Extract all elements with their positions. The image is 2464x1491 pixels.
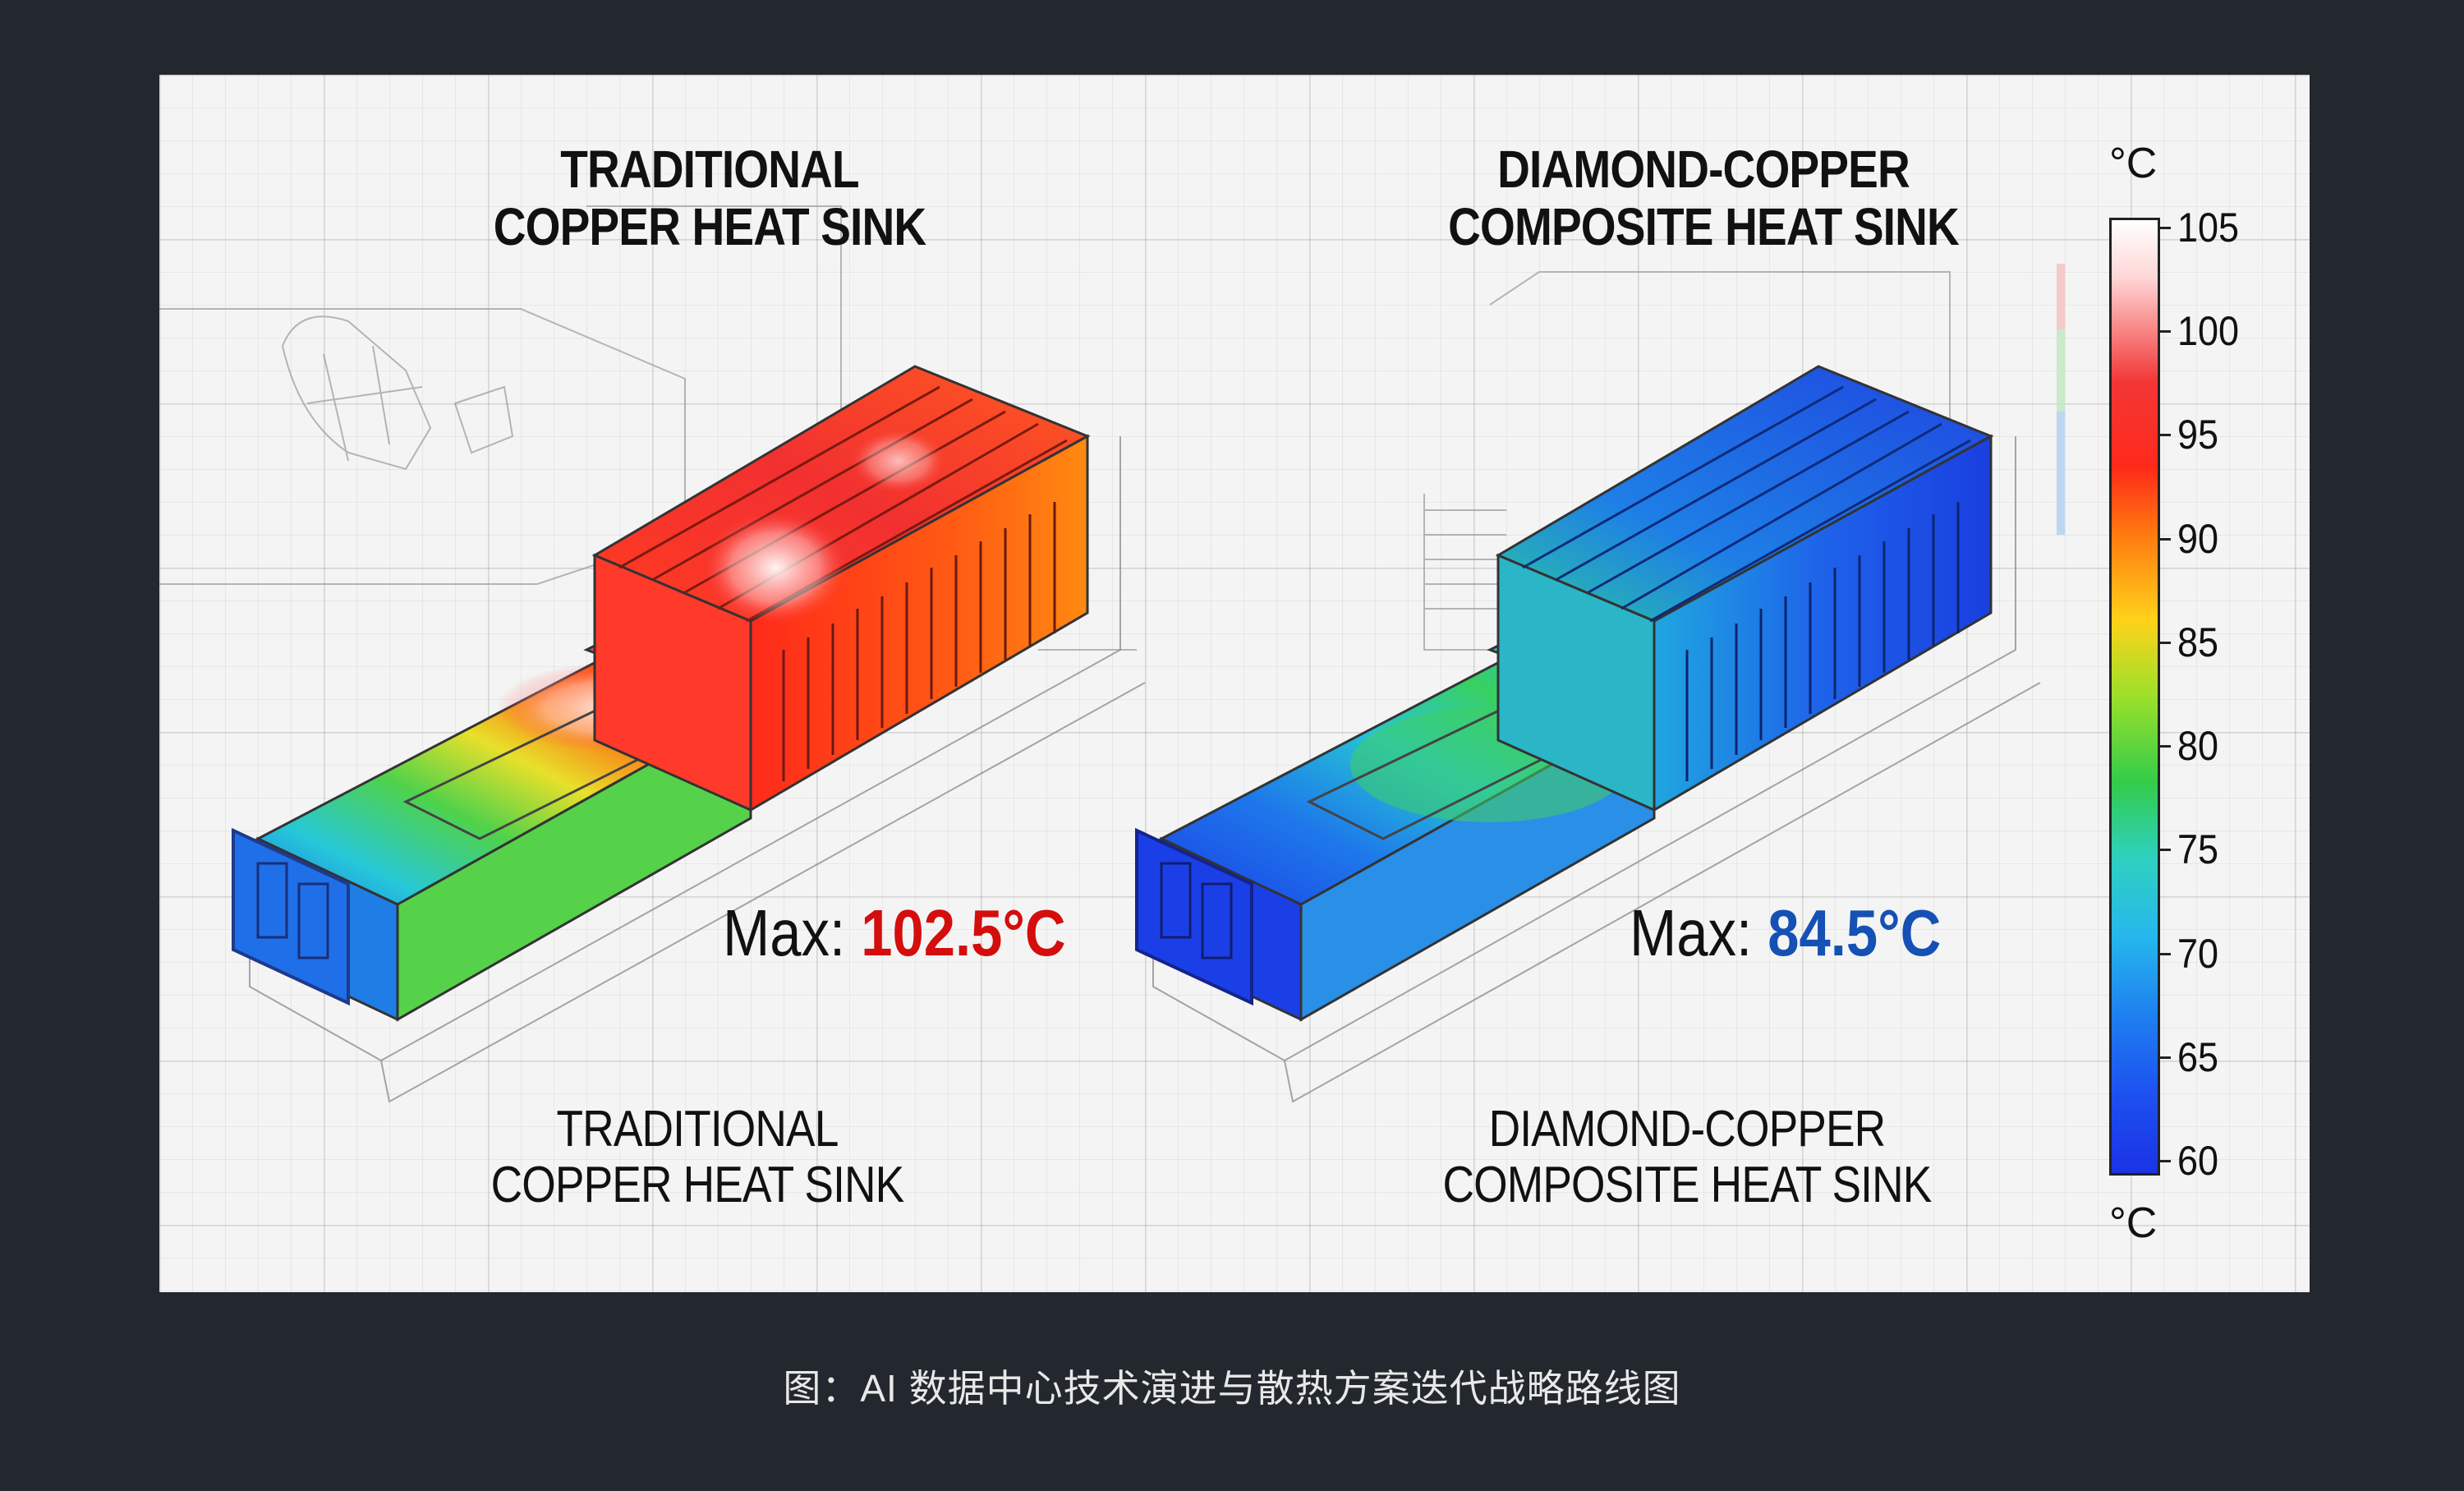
left-subtitle: TRADITIONAL COPPER HEAT SINK bbox=[398, 1102, 998, 1213]
colorbar-unit-bottom: °C bbox=[2109, 1199, 2158, 1247]
right-subtitle-line-2: COMPOSITE HEAT SINK bbox=[1442, 1157, 1933, 1213]
left-title: TRADITIONAL COPPER HEAT SINK bbox=[406, 140, 1014, 255]
figure-caption: 图：AI 数据中心技术演进与散热方案迭代战略路线图 bbox=[783, 1367, 1681, 1410]
right-max-value: 84.5°C bbox=[1768, 896, 1942, 969]
right-title-line-2: COMPOSITE HEAT SINK bbox=[1448, 197, 1960, 256]
colorbar-tick-label: 70 bbox=[2177, 930, 2219, 977]
right-max-label: Max: bbox=[1630, 896, 1753, 969]
left-subtitle-line-1: TRADITIONAL bbox=[556, 1101, 839, 1157]
left-title-line-1: TRADITIONAL bbox=[560, 140, 859, 199]
right-max-readout: Max: 84.5°C bbox=[1630, 896, 1941, 970]
colorbar-tick-label: 65 bbox=[2177, 1033, 2219, 1080]
colorbar-tick-mark bbox=[2158, 537, 2171, 541]
colorbar-tick-mark bbox=[2158, 952, 2171, 955]
left-max-readout: Max: 102.5°C bbox=[723, 896, 1066, 970]
colorbar-tick-mark bbox=[2158, 745, 2171, 748]
right-subtitle-line-1: DIAMOND-COPPER bbox=[1488, 1101, 1887, 1157]
right-heat-sink bbox=[1495, 365, 1994, 812]
colorbar-tick-label: 60 bbox=[2177, 1138, 2219, 1184]
left-subtitle-line-2: COPPER HEAT SINK bbox=[490, 1157, 905, 1213]
colorbar-tick-label: 95 bbox=[2177, 412, 2219, 458]
diamond-copper-thermal-model bbox=[1135, 264, 2065, 1103]
colorbar-tick-label: 105 bbox=[2177, 205, 2240, 251]
colorbar-tick-mark bbox=[2158, 1160, 2171, 1162]
left-max-label: Max: bbox=[723, 896, 846, 969]
left-title-line-2: COPPER HEAT SINK bbox=[493, 197, 926, 256]
colorbar-tick-label: 90 bbox=[2177, 515, 2219, 562]
colorbar-tick-label: 85 bbox=[2177, 619, 2219, 665]
colorbar-tick-label: 80 bbox=[2177, 723, 2219, 770]
traditional-copper-thermal-model bbox=[159, 205, 1146, 1103]
thermal-comparison-figure: TRADITIONAL COPPER HEAT SINK DIAMOND-COP… bbox=[159, 75, 2310, 1292]
colorbar-tick-mark bbox=[2158, 434, 2171, 437]
colorbar-tick-label: 100 bbox=[2177, 308, 2240, 355]
colorbar-tick-mark bbox=[2158, 641, 2171, 644]
left-max-value: 102.5°C bbox=[861, 896, 1066, 969]
colorbar-unit-top: °C bbox=[2109, 140, 2158, 187]
colorbar-tick-label: 75 bbox=[2177, 826, 2219, 873]
colorbar-tick-mark bbox=[2158, 330, 2171, 334]
right-subtitle: DIAMOND-COPPER COMPOSITE HEAT SINK bbox=[1348, 1102, 2026, 1213]
right-title-line-1: DIAMOND-COPPER bbox=[1497, 140, 1910, 199]
colorbar-tick-mark bbox=[2158, 227, 2171, 229]
right-title: DIAMOND-COPPER COMPOSITE HEAT SINK bbox=[1364, 140, 2043, 255]
colorbar-tick-mark bbox=[2158, 1056, 2171, 1059]
temperature-colorbar bbox=[2109, 218, 2160, 1176]
colorbar-tick-mark bbox=[2158, 849, 2171, 852]
